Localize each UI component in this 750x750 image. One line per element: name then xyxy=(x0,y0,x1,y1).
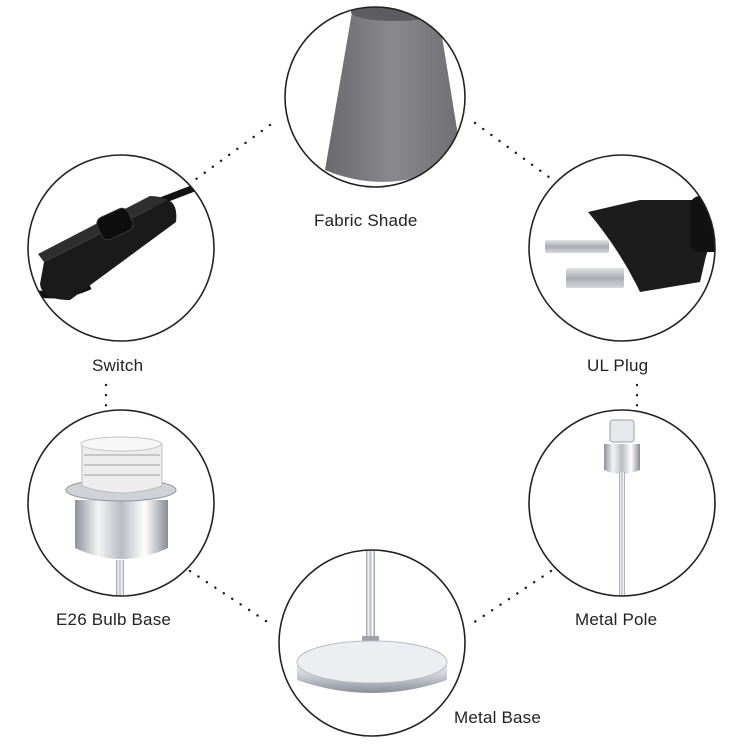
label-fabric-shade: Fabric Shade xyxy=(314,211,418,230)
metal-pole-icon xyxy=(604,419,640,596)
circle-fabric-shade xyxy=(284,6,466,188)
label-metal-base: Metal Base xyxy=(454,708,542,727)
label-ul-plug: UL Plug xyxy=(587,356,649,375)
connector-shade-plug xyxy=(473,121,555,182)
connector-lines xyxy=(104,121,639,627)
circle-ul-plug xyxy=(528,154,716,342)
label-metal-pole: Metal Pole xyxy=(575,610,658,629)
connector-pole-base xyxy=(468,569,553,627)
circle-bulb-base xyxy=(27,409,215,597)
circle-metal-pole xyxy=(528,409,716,597)
switch-icon xyxy=(29,176,214,300)
bulb-base-icon xyxy=(65,436,177,596)
circle-switch xyxy=(27,154,215,342)
circle-metal-base xyxy=(278,549,466,737)
part-bulb-base xyxy=(27,409,215,597)
part-metal-pole xyxy=(528,409,716,597)
metal-base-icon xyxy=(296,550,448,693)
part-ul-plug xyxy=(528,154,716,342)
fabric-shade-icon xyxy=(325,12,462,182)
part-metal-base xyxy=(278,549,466,737)
ul-plug-icon xyxy=(545,196,715,292)
part-fabric-shade xyxy=(284,6,466,188)
label-switch: Switch xyxy=(92,356,144,375)
part-switch xyxy=(27,154,215,342)
connector-shade-switch xyxy=(190,123,272,184)
connector-bulb-base xyxy=(188,569,274,627)
label-bulb-base: E26 Bulb Base xyxy=(56,610,172,629)
